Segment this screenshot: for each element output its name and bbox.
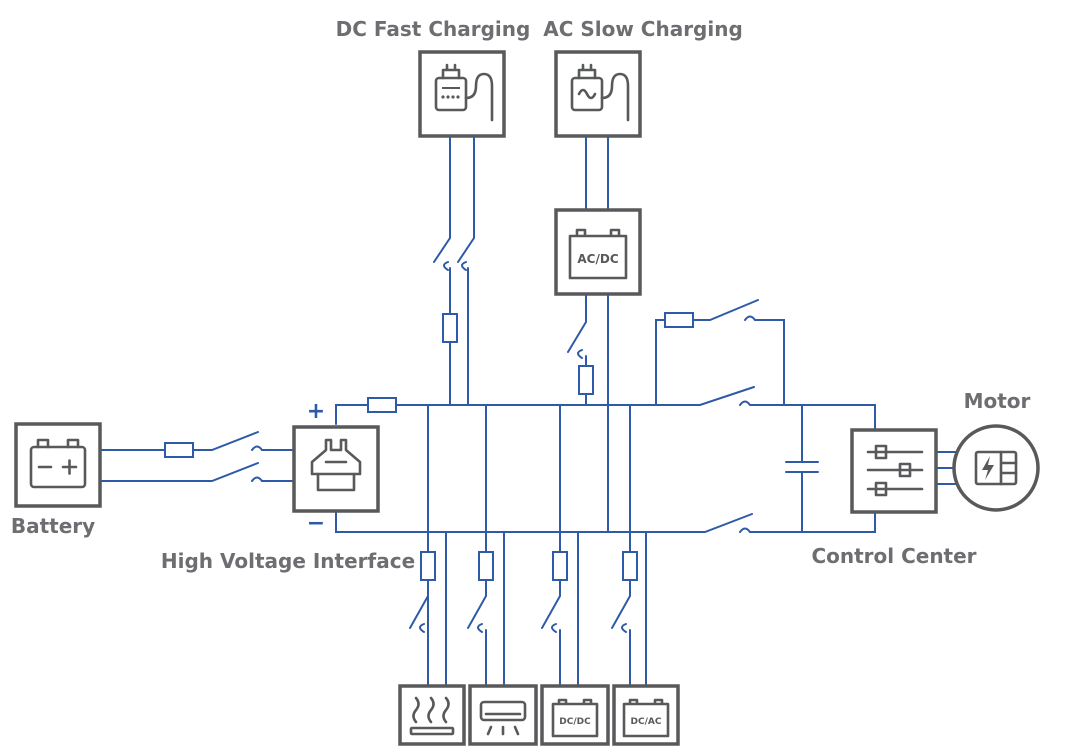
label-dc-fast-charging: DC Fast Charging [336, 17, 531, 41]
fuse-acdc [578, 365, 594, 395]
heater-icon [409, 696, 455, 736]
fuse-load-4 [622, 551, 638, 581]
label-high-voltage-interface: High Voltage Interface [161, 549, 415, 573]
fuse-positive-bus [367, 397, 397, 413]
polarity-minus: − [307, 511, 325, 536]
air-conditioner-icon [479, 700, 527, 736]
control-center-box [850, 428, 938, 514]
dc-charger-plug-icon [434, 63, 494, 122]
motor-circle [952, 424, 1040, 512]
dc-fast-line-left [433, 136, 451, 406]
load-lines-4 [611, 531, 647, 687]
dc-fast-charger-box [418, 50, 506, 138]
positive-bus [335, 386, 876, 431]
motor-icon [974, 450, 1018, 486]
dc-fast-line-right [457, 136, 475, 406]
fuse-precharge [664, 312, 694, 328]
bus-droppers [427, 404, 631, 687]
label-battery: Battery [11, 514, 95, 538]
load-lines-2 [467, 531, 505, 687]
battery-icon [29, 438, 87, 489]
hv-interface-icon [310, 438, 362, 492]
capacitor [785, 404, 819, 533]
dcac-load-label: DC/AC [631, 717, 662, 727]
fuse-dc-fast [442, 313, 458, 343]
fuses [164, 312, 694, 581]
acdc-converter-box: AC/DC [554, 208, 642, 296]
ac-slow-lines [585, 136, 609, 211]
acdc-converter-label: AC/DC [577, 252, 618, 266]
fuse-load-2 [478, 551, 494, 581]
fuse-battery [164, 442, 194, 458]
air-conditioner-box [468, 684, 538, 746]
ac-charger-plug-icon [570, 63, 630, 122]
heater-box [398, 684, 466, 746]
battery-wire-bottom [99, 462, 294, 482]
fuse-load-1 [420, 551, 436, 581]
polarity-plus: + [307, 399, 325, 424]
label-ac-slow-charging: AC Slow Charging [543, 17, 743, 41]
precharge-branch [655, 299, 785, 406]
control-center-sliders-icon [866, 444, 924, 497]
battery-box [14, 422, 102, 508]
hv-interface-box [292, 425, 380, 513]
acdc-out-left [567, 294, 587, 406]
label-motor: Motor [964, 389, 1031, 413]
label-control-center: Control Center [811, 544, 976, 568]
ac-slow-charger-box [554, 50, 642, 138]
battery-switch-hooks [251, 445, 263, 482]
dcdc-load-label: DC/DC [559, 717, 591, 727]
dcac-load-box: DC/AC [612, 684, 680, 746]
negative-bus [335, 509, 876, 533]
wiring [99, 136, 963, 687]
load-lines-3 [541, 531, 579, 687]
dcdc-load-box: DC/DC [540, 684, 610, 746]
battery-wire-top [99, 431, 294, 451]
fuse-load-3 [552, 551, 568, 581]
load-lines-1 [409, 531, 429, 687]
